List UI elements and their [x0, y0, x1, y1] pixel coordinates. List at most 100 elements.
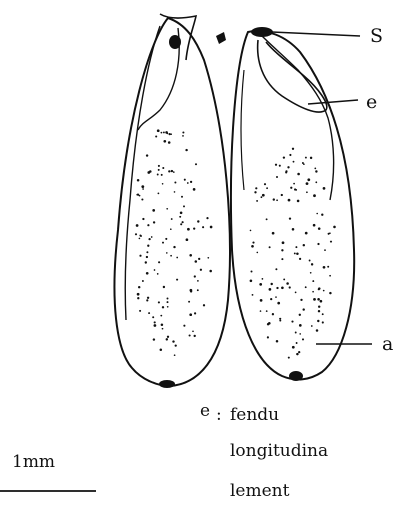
stipple-dot: [142, 188, 144, 190]
left-seed-inner-line: [125, 26, 160, 320]
stipple-dot: [292, 148, 294, 150]
stipple-dot: [197, 220, 199, 222]
stipple-dot: [147, 171, 150, 174]
stipple-dot: [137, 297, 139, 299]
stipple-dot: [252, 294, 254, 296]
stipple-dot: [323, 187, 326, 190]
stipple-dot: [299, 324, 302, 327]
stipple-dot: [147, 224, 149, 226]
stipple-dot: [145, 261, 147, 263]
stipple-dot: [305, 232, 308, 235]
stipple-dot: [312, 291, 314, 293]
stipple-dot: [161, 174, 163, 176]
stipple-dot: [160, 315, 162, 317]
stipple-dot: [148, 312, 150, 314]
caption-line-1: fendu: [230, 405, 279, 425]
stipple-dot: [162, 183, 164, 185]
stipple-dot: [158, 193, 160, 195]
stipple-dot: [182, 131, 184, 133]
fragment-mark: [216, 32, 226, 44]
right-seed-outline: [231, 31, 354, 380]
stipple-dot: [251, 245, 254, 248]
stipple-dot: [268, 322, 271, 325]
stipple-dot: [161, 132, 163, 134]
stipple-dot: [254, 191, 256, 193]
stipple-dot: [277, 302, 280, 305]
stipple-dot: [275, 296, 277, 298]
stipple-dot: [287, 166, 289, 168]
stipple-dot: [188, 301, 190, 303]
stipple-dot: [168, 170, 170, 172]
stipple-dot: [299, 258, 301, 260]
label-a: a: [382, 333, 393, 355]
stipple-dot: [210, 226, 213, 229]
stipple-dot: [190, 181, 192, 183]
stipple-dot: [330, 241, 332, 243]
stipple-dot: [173, 171, 175, 173]
stipple-dot: [163, 131, 165, 133]
stipple-dot: [320, 300, 323, 303]
stipple-dot: [272, 232, 275, 235]
stipple-dot: [137, 194, 139, 196]
stipple-dot: [171, 170, 173, 172]
stipple-dot: [311, 325, 313, 327]
stipple-dot: [323, 266, 326, 269]
stipple-dot: [142, 218, 144, 220]
stipple-dot: [316, 213, 318, 215]
stipple-dot: [180, 223, 182, 225]
stipple-dot: [147, 297, 149, 299]
stipple-dot: [154, 321, 156, 323]
stipple-dot: [160, 349, 163, 352]
stipple-dot: [167, 336, 169, 338]
stipple-dot: [283, 278, 285, 280]
stipple-dot: [261, 196, 263, 198]
left-seed-base-mark: [159, 380, 175, 388]
stipple-dot: [272, 313, 274, 315]
stipple-dot: [180, 212, 183, 215]
stipple-dot: [142, 280, 144, 282]
stipple-dot: [306, 182, 309, 185]
stipple-dot: [146, 154, 148, 156]
stipple-dot: [285, 171, 287, 173]
stipple-dot: [299, 314, 301, 316]
caption-line-3: lement: [230, 481, 290, 501]
stipple-dot: [192, 330, 194, 332]
stipple-dot: [165, 131, 168, 134]
stipple-dot: [317, 320, 319, 322]
stipple-dot: [200, 269, 202, 271]
stipple-dot: [313, 194, 316, 197]
stipple-dot: [293, 183, 295, 185]
stipple-dot: [189, 254, 192, 257]
stipple-dot: [290, 187, 292, 189]
label-e: e: [366, 91, 377, 113]
stipple-dot: [203, 304, 205, 306]
stipple-dot: [288, 199, 291, 202]
stipple-dot: [163, 286, 165, 288]
stipple-dot: [190, 289, 193, 292]
stipple-dot: [147, 245, 149, 247]
stipple-dot: [273, 198, 275, 200]
stipple-dot: [269, 246, 271, 248]
stipple-dot: [194, 335, 196, 337]
stipple-dot: [297, 200, 300, 203]
stipple-dot: [321, 214, 323, 216]
right-seed-inner-line: [262, 36, 334, 200]
stipple-dot: [136, 224, 139, 227]
stipple-dot: [317, 298, 320, 301]
stipple-dot: [173, 246, 175, 248]
stipple-dot: [195, 260, 198, 263]
stipple-dot: [307, 178, 310, 181]
stipple-dot: [166, 252, 168, 254]
stipple-dot: [318, 227, 321, 230]
caption-separator: :: [216, 405, 222, 425]
stipple-dot: [303, 244, 305, 246]
stipple-dot: [262, 194, 265, 197]
stipple-dot: [135, 233, 137, 235]
stipple-dot: [194, 312, 196, 314]
stipple-dot: [281, 249, 283, 251]
stipple-dot: [313, 224, 316, 227]
stipple-dot: [209, 270, 212, 273]
stipple-dot: [141, 185, 144, 188]
stipple-dot: [153, 338, 155, 340]
stipple-dot: [158, 169, 160, 171]
